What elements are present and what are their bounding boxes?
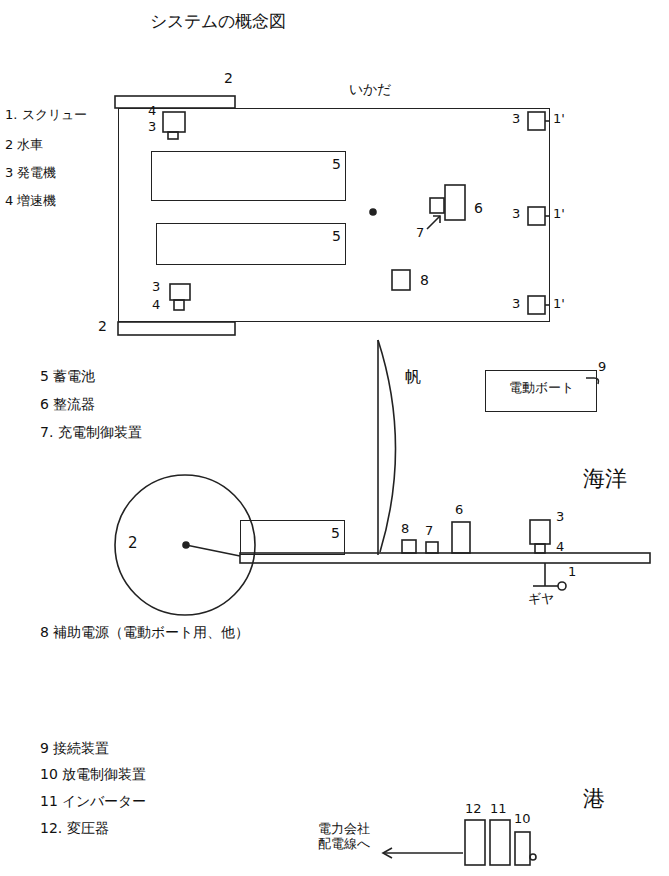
sketch-line [170,284,190,300]
battery-box: 5 [156,223,346,265]
sketch-line [528,112,545,130]
node-label: 5 [332,228,341,244]
callout-label: 1' [553,207,565,222]
sketch-line [370,209,376,215]
callout-label: 2 [98,318,107,334]
sketch-line [115,96,650,865]
sketch-line [377,340,379,555]
callout-label: 12 [465,802,482,817]
callout-label: 4 [152,298,160,313]
callout-label: 1. スクリュー [5,108,87,123]
node-label: 5 [331,525,340,541]
callout-label: 8 [401,522,409,537]
callout-label: 3 [556,510,564,525]
callout-label: 1' [553,297,565,312]
sketch-line [558,582,566,590]
node-label: 5 [332,156,341,172]
sketch-line [426,542,438,553]
callout-label: 3 [512,297,520,312]
sketch-line [383,848,392,858]
callout-label: 電力会社 配電線へ [318,822,378,852]
sketch-line [402,540,416,553]
callout-label: 4 [148,104,156,119]
callout-label: 6 [474,200,483,216]
sketch-line [535,544,545,553]
callout-label: 1' [553,112,565,127]
sketch-line [433,216,440,223]
sketch-line [392,270,410,290]
sketch-line [490,820,510,865]
sketch-line [465,820,485,865]
callout-label: 10 放電制御装置 [40,766,146,782]
callout-label: 6 整流器 [40,396,95,412]
sketch-line [528,296,545,314]
callout-label: 2 [128,535,138,552]
callout-label: 5 蓄電池 [40,368,95,384]
sketch-line [430,198,444,213]
battery-box: 5 [151,151,346,201]
callout-label: 7 [416,226,424,241]
sketch-line [186,545,240,556]
callout-label: 3 [512,112,520,127]
sketch-line [168,132,178,139]
sketch-line [163,112,185,132]
diagram-title: システムの概念図 [150,12,286,32]
callout-label: 9 [598,360,606,375]
callout-label: 10 [514,812,531,827]
callout-label: 2 水車 [5,138,43,153]
sketch-line [452,522,470,553]
callout-label: 8 補助電源（電動ボート用、他） [40,624,249,640]
sketch-line [384,852,463,854]
sketch-line [427,216,440,229]
node-label: 電動ボート [486,371,596,396]
callout-label: 帆 [405,368,421,386]
sketch-line [544,563,546,586]
callout-label: 4 [556,540,564,555]
raft-heading: いかだ [349,81,391,97]
sketch-line [174,300,184,310]
sketch-line [528,207,545,225]
sketch-line [118,322,235,335]
callout-label: ギヤ [528,592,554,607]
callout-label: 3 [148,120,156,135]
sketch-line [530,854,536,860]
callout-label: 3 発電機 [5,166,56,181]
sketch-line [115,475,255,615]
sketch-line [115,96,235,108]
callout-label: 海洋 [583,466,627,491]
callout-label: 1 [568,565,576,580]
battery-box: 5 [240,520,345,555]
callout-label: 2 [224,70,233,86]
callout-label: 11 インバーター [40,793,146,809]
callout-label: 港 [583,786,605,811]
sketch-line [378,340,396,552]
callout-label: 7. 充電制御装置 [40,424,142,440]
callout-label: 9 接続装置 [40,740,109,756]
sketch-line [530,520,550,544]
callout-label: 11 [490,802,507,817]
boat-box: 電動ボート [485,370,597,412]
sketch-line [515,832,530,865]
callout-label: 7 [425,524,433,539]
callout-label: 12. 変圧器 [40,820,109,836]
callout-label: 3 [152,280,160,295]
callout-label: 4 増速機 [5,194,56,209]
callout-label: 6 [455,503,463,518]
sketch-line [445,185,465,220]
sketch-line [533,585,558,587]
callout-label: 3 [512,207,520,222]
raft-outline: いかだ55 [118,108,550,322]
callout-label: 8 [420,272,429,288]
